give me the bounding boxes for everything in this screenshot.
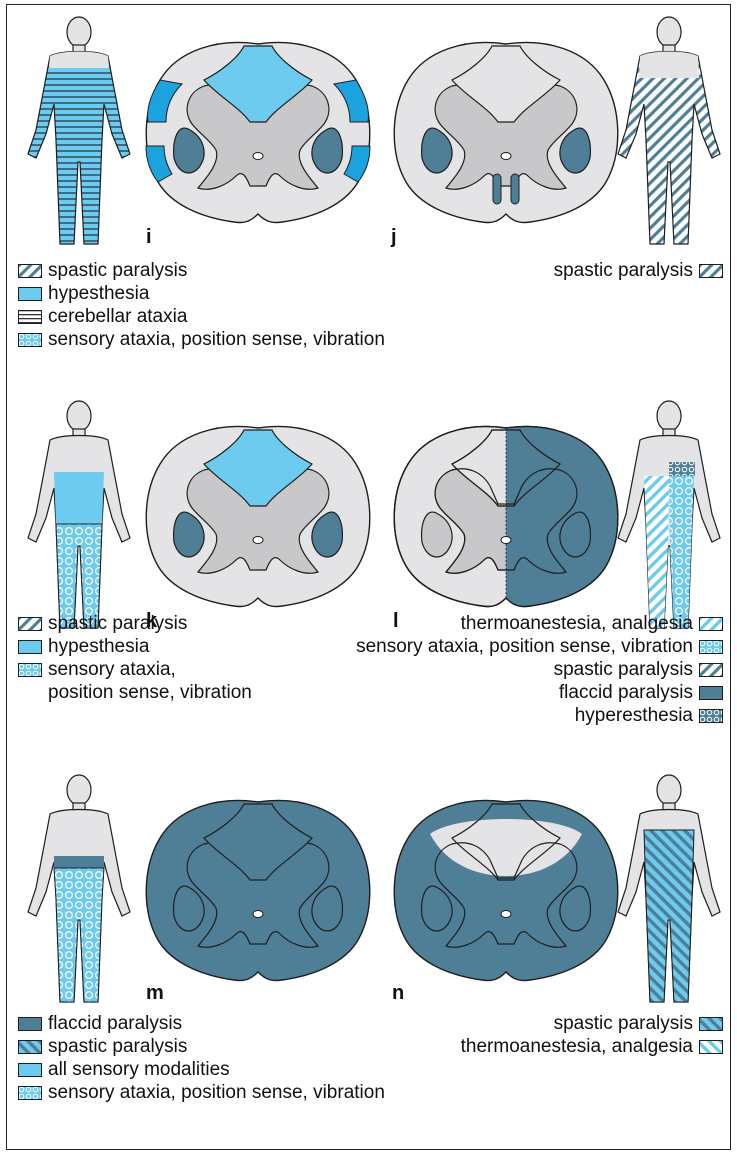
circles-swatch-icon: [18, 333, 42, 347]
solid-light-swatch-icon: [18, 640, 42, 654]
legend-label: sensory ataxia,: [48, 658, 176, 681]
legend-label: sensory ataxia, position sense, vibratio…: [48, 328, 385, 351]
body-figure-k: [14, 396, 144, 636]
legend-entry: sensory ataxia, position sense, vibratio…: [18, 1081, 385, 1104]
spastic-hatch-swatch-icon: [18, 617, 42, 631]
legend-label: position sense, vibration: [18, 681, 252, 704]
legend-label: thermoanestesia, analgesia: [461, 612, 693, 635]
circles-swatch-icon: [18, 1086, 42, 1100]
dark-circles-swatch-icon: [699, 709, 723, 723]
legend-entry-continuation: position sense, vibration: [18, 681, 252, 704]
spinal-cord-section-n: [386, 794, 626, 984]
light-hatch-swatch-icon: [699, 617, 723, 631]
spastic-hatch-swatch-icon: [699, 264, 723, 278]
body-figure-n: [604, 770, 734, 1010]
legend-label: sensory ataxia, position sense, vibratio…: [356, 635, 693, 658]
legend-entry: hypesthesia: [18, 635, 252, 658]
legend-entry: hypesthesia: [18, 282, 385, 305]
body-figure-i: [14, 12, 144, 252]
body-figure-l: [604, 396, 734, 636]
spinal-cord-section-i: [138, 36, 378, 226]
legend-label: hyperesthesia: [575, 704, 693, 727]
legend-label: all sensory modalities: [48, 1058, 230, 1081]
legend-label: flaccid paralysis: [559, 681, 693, 704]
legend-j: spastic paralysis: [554, 259, 723, 282]
legend-entry: spastic paralysis: [18, 1035, 385, 1058]
legend-label: spastic paralysis: [554, 658, 693, 681]
spinal-cord-section-l: [386, 420, 626, 610]
legend-label: hypesthesia: [48, 282, 149, 305]
legend-label: thermoanestesia, analgesia: [461, 1035, 693, 1058]
legend-label: sensory ataxia, position sense, vibratio…: [48, 1081, 385, 1104]
legend-entry: spastic paralysis: [554, 259, 723, 282]
light-back-hatch-swatch-icon: [699, 1040, 723, 1054]
solid-dark-swatch-icon: [18, 1017, 42, 1031]
back-hatch-swatch-icon: [699, 1017, 723, 1031]
legend-entry: thermoanestesia, analgesia: [461, 1035, 723, 1058]
legend-entry: spastic paralysis: [18, 259, 385, 282]
body-figure-m: [14, 770, 144, 1010]
panel-letter-i: i: [146, 226, 152, 249]
legend-label: hypesthesia: [48, 635, 149, 658]
spinal-cord-section-j: [386, 36, 626, 226]
legend-entry: spastic paralysis: [461, 1012, 723, 1035]
legend-entry: spastic paralysis: [18, 612, 252, 635]
horizontal-lines-swatch-icon: [18, 310, 42, 324]
spastic-hatch-swatch-icon: [18, 264, 42, 278]
legend-entry: flaccid paralysis: [356, 681, 723, 704]
legend-label: spastic paralysis: [554, 259, 693, 282]
solid-light-swatch-icon: [18, 1063, 42, 1077]
spinal-cord-section-k: [138, 420, 378, 610]
legend-entry: sensory ataxia, position sense, vibratio…: [356, 635, 723, 658]
legend-entry: all sensory modalities: [18, 1058, 385, 1081]
legend-entry: thermoanestesia, analgesia: [356, 612, 723, 635]
legend-label: cerebellar ataxia: [48, 305, 187, 328]
legend-label: spastic paralysis: [554, 1012, 693, 1035]
panel-letter-j: j: [391, 226, 397, 249]
spastic-hatch-swatch-icon: [699, 663, 723, 677]
legend-entry: sensory ataxia,: [18, 658, 252, 681]
circles-swatch-icon: [18, 663, 42, 677]
legend-entry: sensory ataxia, position sense, vibratio…: [18, 328, 385, 351]
legend-label: spastic paralysis: [48, 612, 187, 635]
solid-light-swatch-icon: [18, 287, 42, 301]
legend-label: flaccid paralysis: [48, 1012, 182, 1035]
panel-letter-n: n: [392, 982, 404, 1005]
back-hatch-swatch-icon: [18, 1040, 42, 1054]
panel-letter-m: m: [146, 982, 164, 1005]
circles-swatch-icon: [699, 640, 723, 654]
legend-label: spastic paralysis: [48, 259, 187, 282]
legend-entry: flaccid paralysis: [18, 1012, 385, 1035]
legend-entry: cerebellar ataxia: [18, 305, 385, 328]
solid-dark-swatch-icon: [699, 686, 723, 700]
legend-entry: hyperesthesia: [356, 704, 723, 727]
legend-label: spastic paralysis: [48, 1035, 187, 1058]
spinal-cord-section-m: [138, 794, 378, 984]
body-figure-j: [604, 12, 734, 252]
legend-entry: spastic paralysis: [356, 658, 723, 681]
